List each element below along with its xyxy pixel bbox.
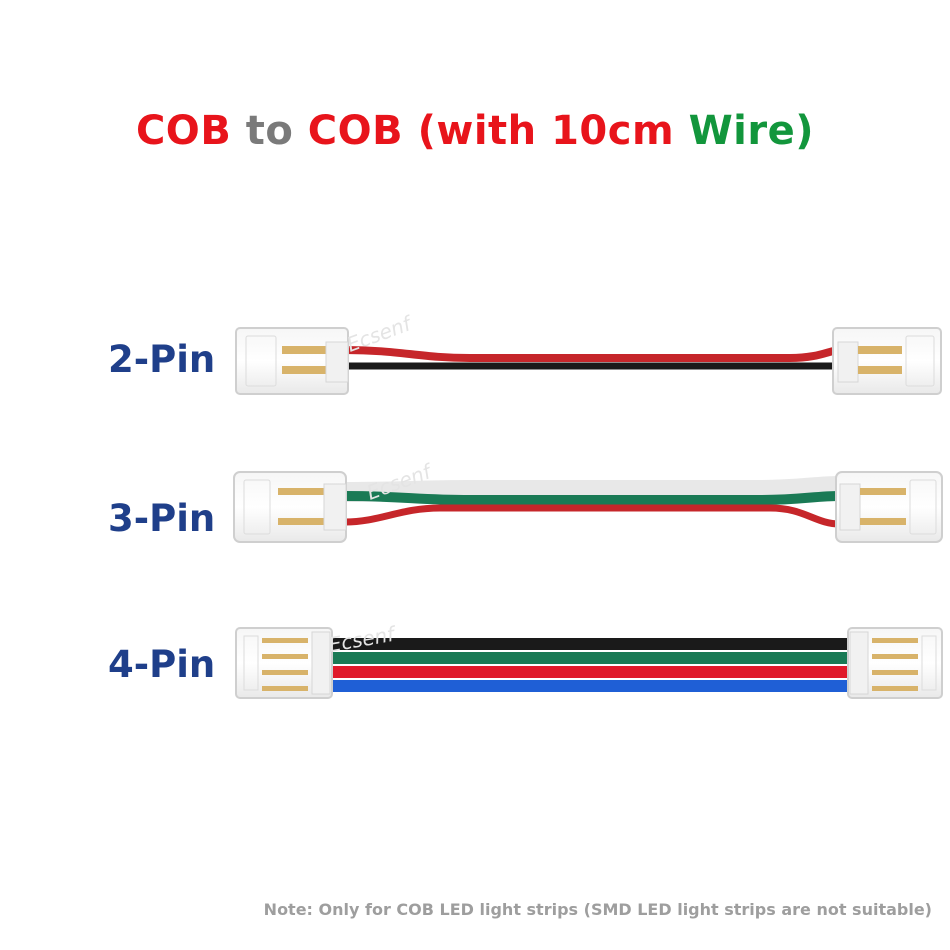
label-3-pin: 3-Pin: [108, 497, 216, 540]
wire-red: [326, 666, 852, 678]
label-4-pin: 4-Pin: [108, 643, 216, 686]
title-cob-1: COB: [135, 108, 232, 154]
connector-right: [847, 627, 943, 699]
cable-4-pin: [235, 627, 943, 699]
wire-black: [326, 638, 852, 650]
connector-left: [235, 327, 349, 395]
connector-right: [832, 327, 942, 395]
wire-red: [344, 346, 841, 362]
connector-right: [835, 471, 943, 543]
title-cob-2: COB: [307, 108, 404, 154]
wire-red: [344, 504, 841, 528]
watermark-3: Ecsenf: [327, 621, 399, 657]
title-wire-word: Wire): [688, 108, 815, 154]
footer-note: Note: Only for COB LED light strips (SMD…: [263, 900, 932, 919]
connector-left: [235, 627, 333, 699]
title-to: to: [245, 108, 294, 154]
cable-2-pin: [235, 327, 942, 395]
wire-blue: [326, 680, 852, 692]
wire-green: [326, 652, 852, 664]
title-wire-length: (with 10cm: [417, 108, 675, 154]
cable-3-pin: [233, 471, 943, 543]
page-title: COB to COB (with 10cm Wire): [0, 108, 950, 154]
connector-left: [233, 471, 347, 543]
wire-green: [344, 491, 841, 505]
label-2-pin: 2-Pin: [108, 338, 216, 381]
